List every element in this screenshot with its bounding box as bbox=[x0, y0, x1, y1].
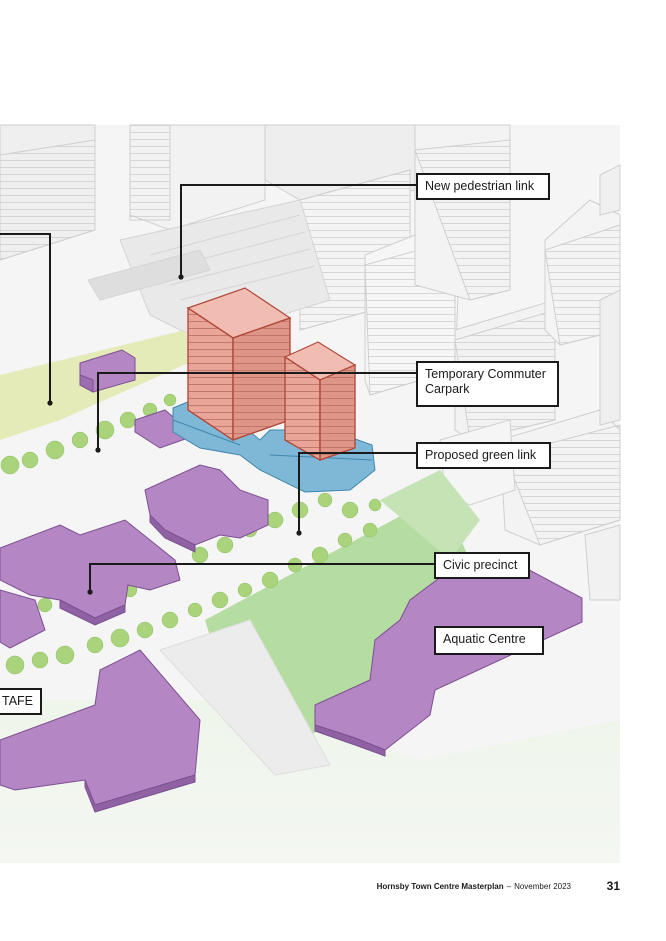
existing-buildings bbox=[0, 124, 621, 601]
callout-civic-precinct: Civic precinct bbox=[434, 552, 530, 579]
green-link-park-upper bbox=[380, 470, 480, 560]
proposed-towers bbox=[186, 287, 357, 462]
road bbox=[159, 619, 331, 776]
callout-text: Aquatic Centre bbox=[443, 632, 526, 646]
callout-aquatic-centre: Aquatic Centre bbox=[434, 626, 544, 655]
callout-text-line1: Temporary Commuter bbox=[425, 367, 546, 381]
page-number: 31 bbox=[606, 879, 620, 893]
page-footer: Hornsby Town Centre Masterplan – Novembe… bbox=[377, 882, 571, 891]
civic-wing bbox=[0, 589, 46, 649]
callout-proposed-green-link: Proposed green link bbox=[416, 442, 551, 469]
footer-separator: – bbox=[506, 882, 512, 891]
callout-text-line2: Carpark bbox=[425, 382, 470, 396]
callout-text: New pedestrian link bbox=[425, 179, 535, 193]
footer-document-title: Hornsby Town Centre Masterplan bbox=[376, 882, 504, 891]
callout-text: Proposed green link bbox=[425, 448, 537, 462]
leader-lines bbox=[0, 184, 436, 592]
callout-temporary-commuter-carpark: Temporary Commuter Carpark bbox=[416, 361, 559, 407]
callout-text: Civic precinct bbox=[443, 558, 518, 572]
leader-dots bbox=[47, 274, 302, 595]
footer-date: November 2023 bbox=[514, 882, 571, 891]
callout-text: TAFE bbox=[2, 694, 34, 708]
callout-new-pedestrian-link: New pedestrian link bbox=[416, 173, 550, 200]
callout-tafe: TAFE bbox=[0, 688, 42, 715]
